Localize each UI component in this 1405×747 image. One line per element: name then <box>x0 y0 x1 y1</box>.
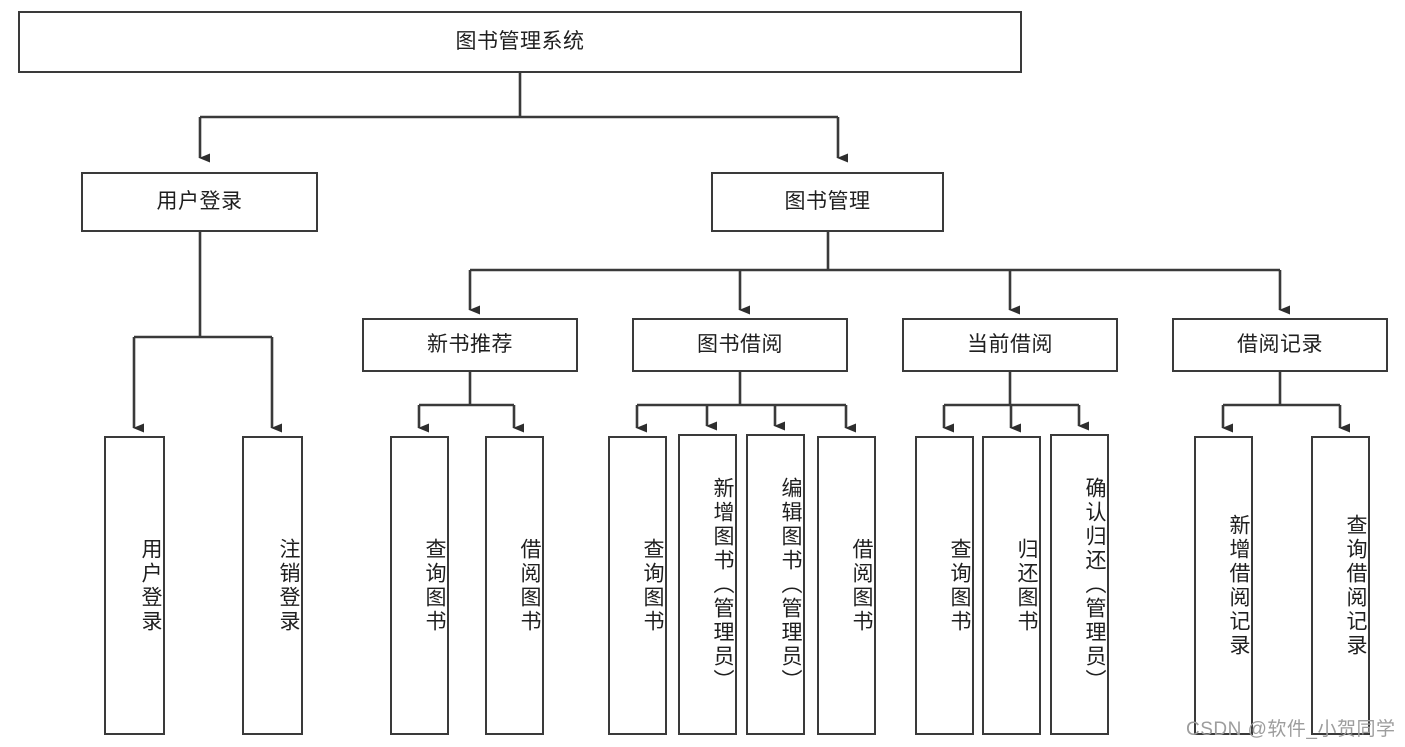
leaf-new-book-borrow-book[interactable]: 借阅图书 <box>485 436 544 735</box>
node-root-book-management-system[interactable]: 图书管理系统 <box>18 11 1022 73</box>
node-label: 确认归还（管理员） <box>1083 476 1106 693</box>
node-label: 新增借阅记录 <box>1227 513 1250 658</box>
node-label: 图书借阅 <box>697 333 783 357</box>
node-label: 编辑图书（管理员） <box>779 476 802 693</box>
node-label: 借阅记录 <box>1237 333 1323 357</box>
node-label: 用户登录 <box>156 190 243 214</box>
node-book-borrow[interactable]: 图书借阅 <box>632 318 848 372</box>
node-user-login[interactable]: 用户登录 <box>81 172 318 232</box>
leaf-book-borrow-edit-book-admin[interactable]: 编辑图书（管理员） <box>746 434 805 735</box>
leaf-borrow-record-query-record[interactable]: 查询借阅记录 <box>1311 436 1370 735</box>
node-label: 查询图书 <box>948 537 971 634</box>
node-label: 借阅图书 <box>518 537 541 634</box>
node-label: 图书管理系统 <box>455 30 585 54</box>
leaf-book-borrow-borrow-book[interactable]: 借阅图书 <box>817 436 876 735</box>
leaf-current-borrow-confirm-return-admin[interactable]: 确认归还（管理员） <box>1050 434 1109 735</box>
node-label: 当前借阅 <box>967 333 1053 357</box>
node-label: 注销登录 <box>277 537 300 634</box>
node-label: 借阅图书 <box>850 537 873 634</box>
node-label: 归还图书 <box>1015 537 1038 634</box>
node-current-borrow[interactable]: 当前借阅 <box>902 318 1118 372</box>
node-borrow-record[interactable]: 借阅记录 <box>1172 318 1388 372</box>
leaf-current-borrow-query-book[interactable]: 查询图书 <box>915 436 974 735</box>
node-label: 查询图书 <box>423 537 446 634</box>
leaf-borrow-record-add-record[interactable]: 新增借阅记录 <box>1194 436 1253 735</box>
leaf-user-login-logout[interactable]: 注销登录 <box>242 436 303 735</box>
node-label: 图书管理 <box>784 190 871 214</box>
leaf-book-borrow-query-book[interactable]: 查询图书 <box>608 436 667 735</box>
node-label: 新增图书（管理员） <box>711 476 734 693</box>
leaf-new-book-query-book[interactable]: 查询图书 <box>390 436 449 735</box>
node-label: 查询图书 <box>641 537 664 634</box>
leaf-current-borrow-return-book[interactable]: 归还图书 <box>982 436 1041 735</box>
leaf-user-login-login[interactable]: 用户登录 <box>104 436 165 735</box>
node-label: 查询借阅记录 <box>1344 513 1367 658</box>
node-label: 新书推荐 <box>427 333 513 357</box>
node-new-book-recommend[interactable]: 新书推荐 <box>362 318 578 372</box>
leaf-book-borrow-add-book-admin[interactable]: 新增图书（管理员） <box>678 434 737 735</box>
csdn-watermark: CSDN @软件_小贺同学 <box>1186 719 1396 740</box>
node-book-management[interactable]: 图书管理 <box>711 172 944 232</box>
node-label: 用户登录 <box>139 537 162 634</box>
